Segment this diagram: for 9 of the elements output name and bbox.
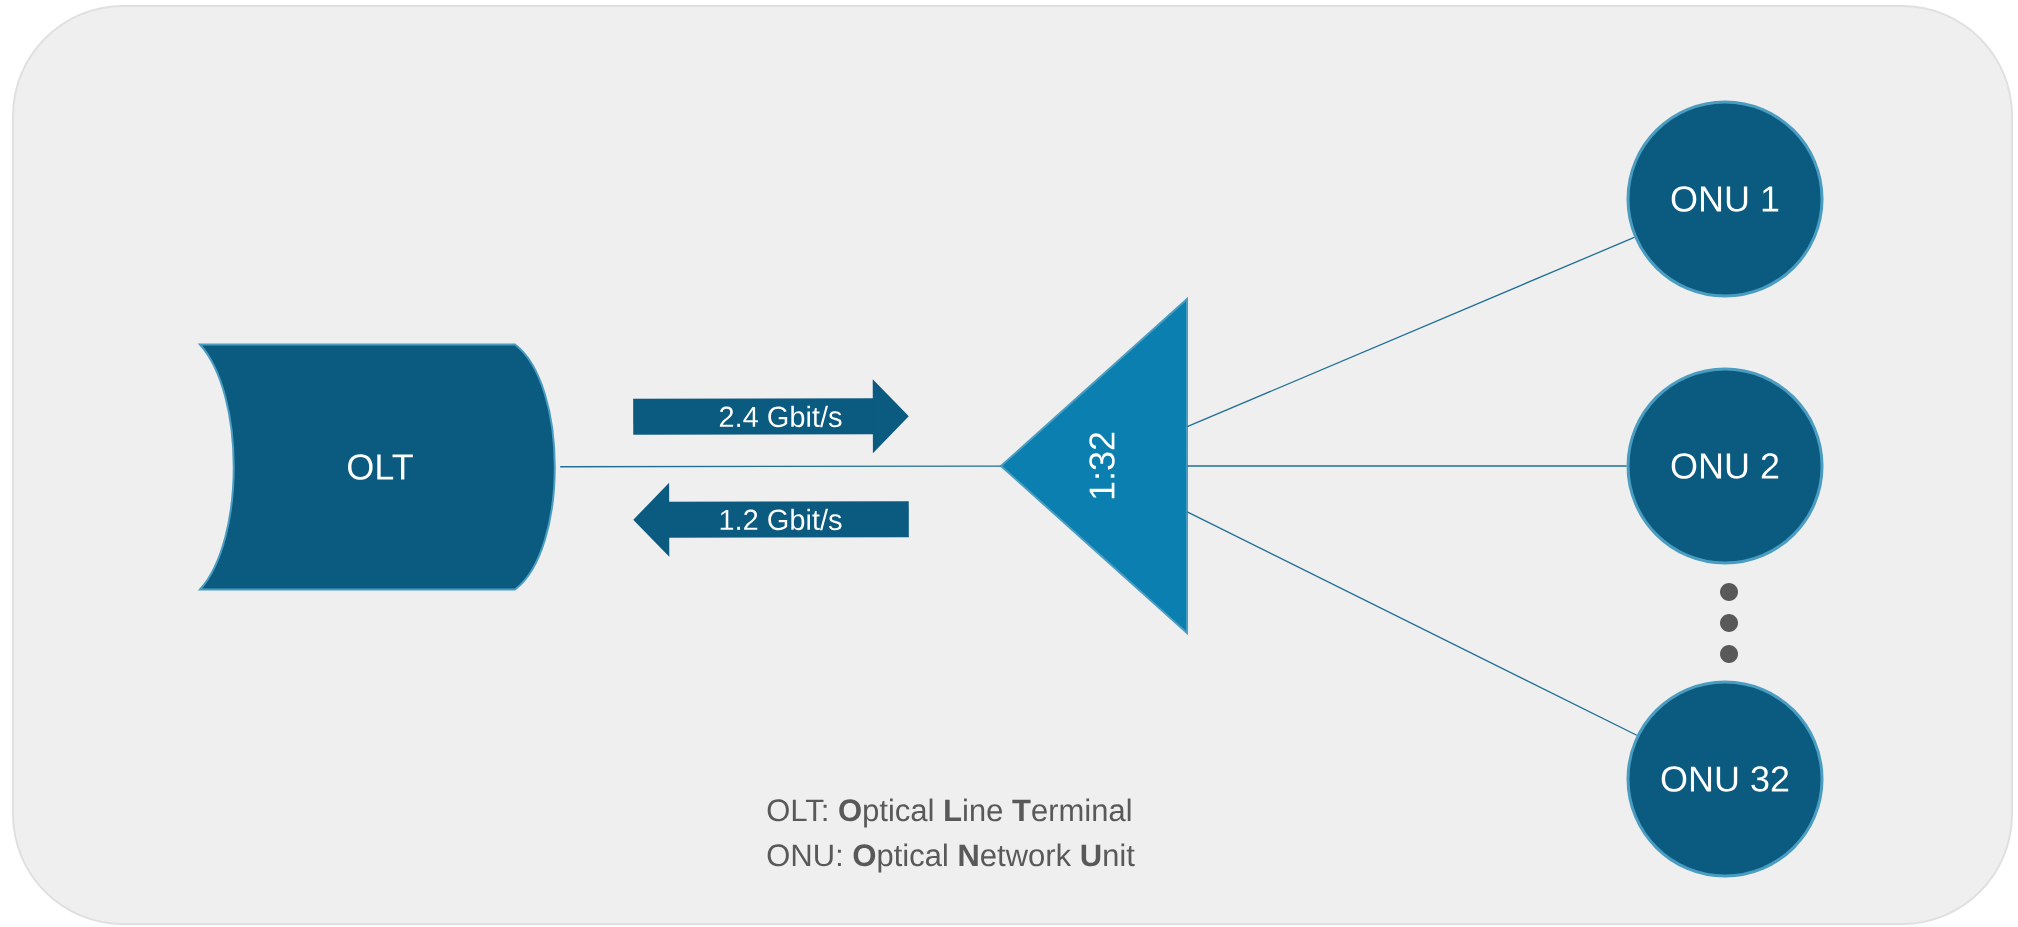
- edge-label: 1.2 Gbit/s: [720, 508, 842, 531]
- connector-line: [1186, 465, 1628, 467]
- edge-label: 2.4 Gbit/s: [719, 405, 842, 428]
- connector-line: [559, 465, 1002, 468]
- terminal-drum: OLT: [199, 343, 556, 591]
- connector-line: [1186, 511, 1638, 736]
- legend-text: OLT: Optical Line Terminal: [767, 798, 1131, 828]
- connector-line: [1186, 236, 1635, 428]
- legend-text: ONU: Optical Network Unit: [767, 843, 1135, 873]
